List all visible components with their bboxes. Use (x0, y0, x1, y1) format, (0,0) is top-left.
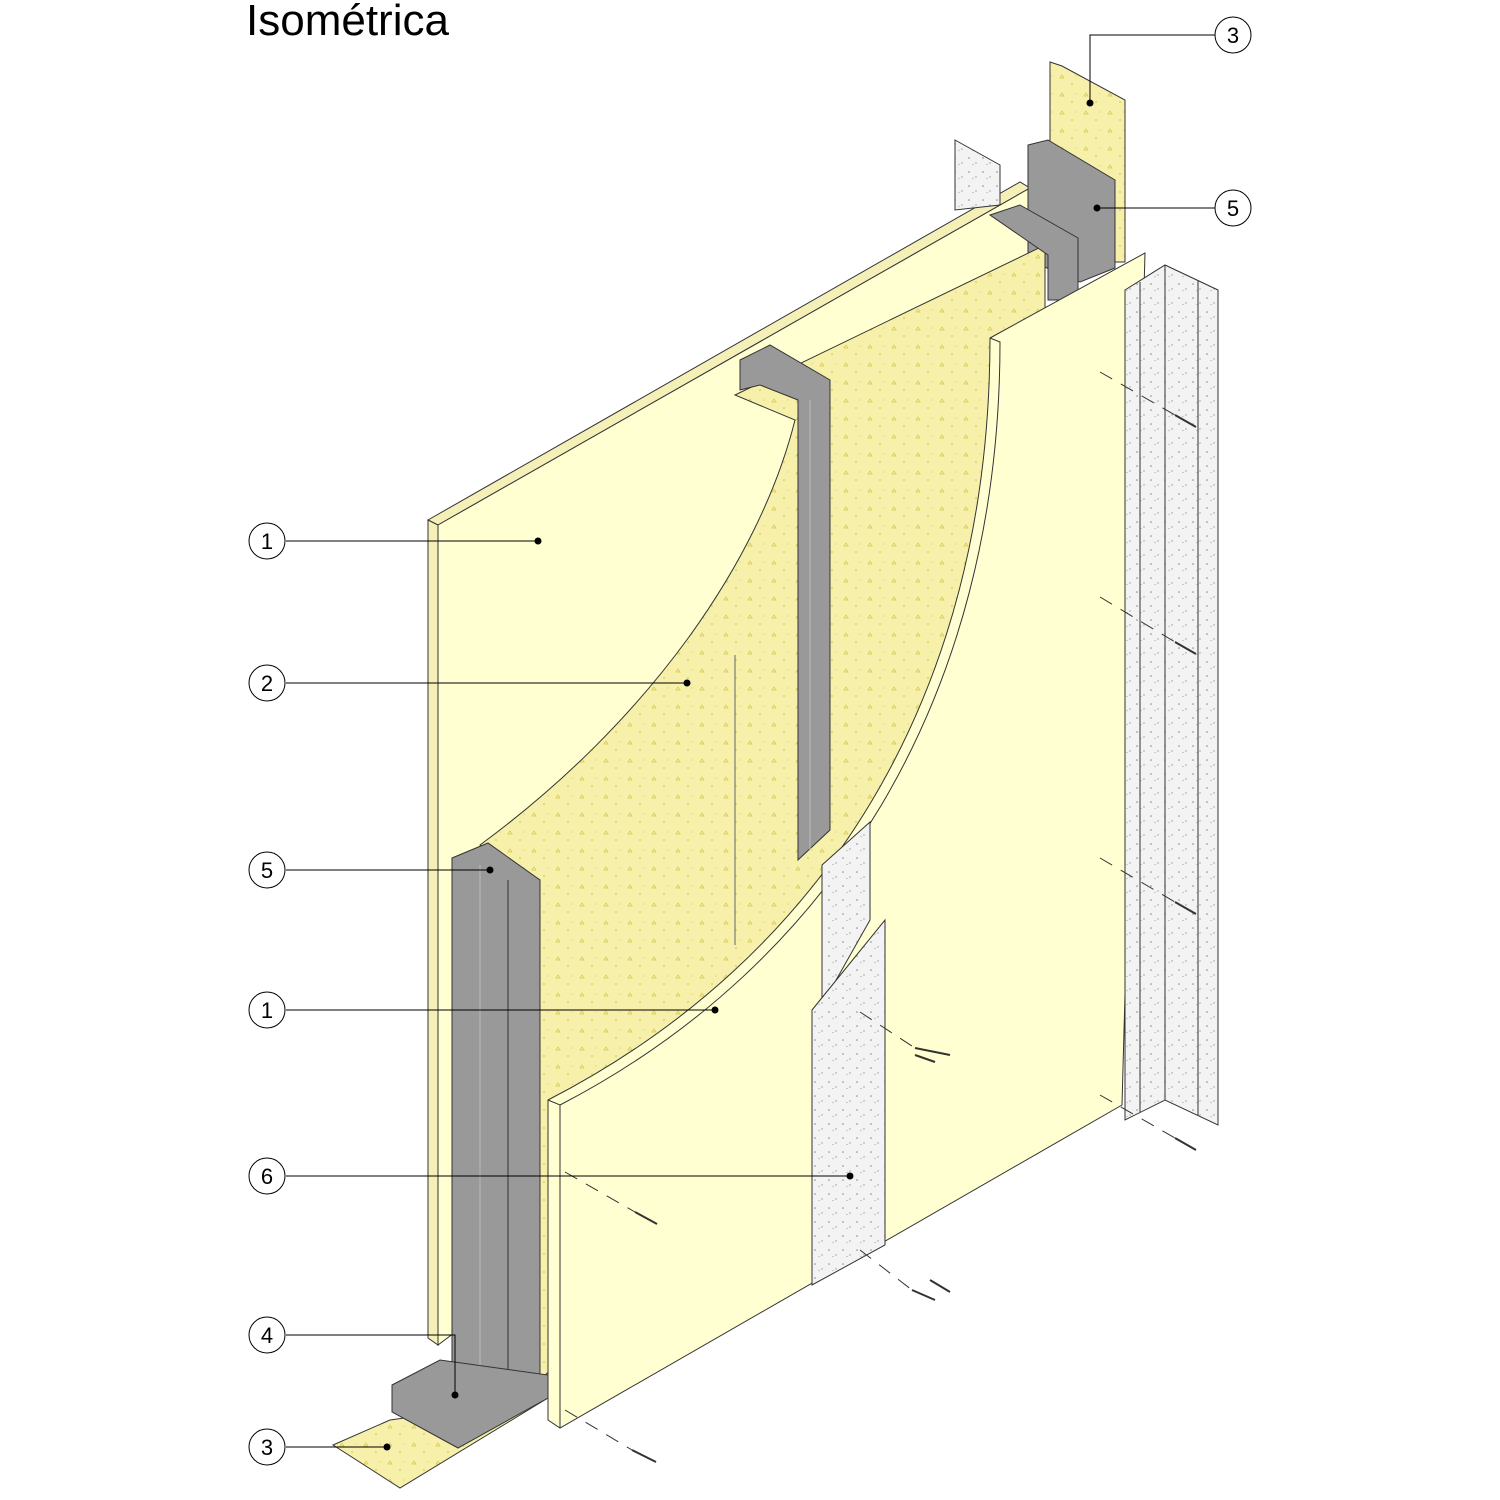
screws (631, 414, 1197, 1463)
middle-steel-stud (739, 204, 1079, 862)
corner-profile (1124, 264, 1219, 1126)
svg-text:5: 5 (1227, 196, 1239, 221)
front-steel-stud (451, 842, 541, 1421)
callout-2-insulation: 2 (248, 664, 286, 702)
callout-4-track: 4 (248, 1316, 286, 1354)
leader-dots (383, 99, 1101, 1451)
svg-text:2: 2 (261, 671, 273, 696)
svg-text:3: 3 (261, 1435, 273, 1460)
svg-text:1: 1 (261, 998, 273, 1023)
bottom-track (331, 1359, 549, 1489)
callout-6-cement-board: 6 (248, 1157, 286, 1195)
callout-5-top: 5 (1214, 189, 1252, 227)
svg-text:5: 5 (261, 858, 273, 883)
callout-1-back-board: 1 (248, 522, 286, 560)
callout-5-stud: 5 (248, 851, 286, 889)
screw-guide-lines (564, 371, 1176, 1451)
svg-text:3: 3 (1227, 23, 1239, 48)
callout-1-front-board: 1 (248, 991, 286, 1029)
svg-text:6: 6 (261, 1164, 273, 1189)
diagram-title: Isométrica (246, 0, 449, 45)
callout-3-top: 3 (1214, 16, 1252, 54)
svg-text:1: 1 (261, 529, 273, 554)
svg-text:4: 4 (261, 1323, 273, 1348)
callout-3-bottom: 3 (248, 1428, 286, 1466)
cement-board-strip (811, 820, 886, 1286)
leader-lines (286, 34, 1215, 1448)
